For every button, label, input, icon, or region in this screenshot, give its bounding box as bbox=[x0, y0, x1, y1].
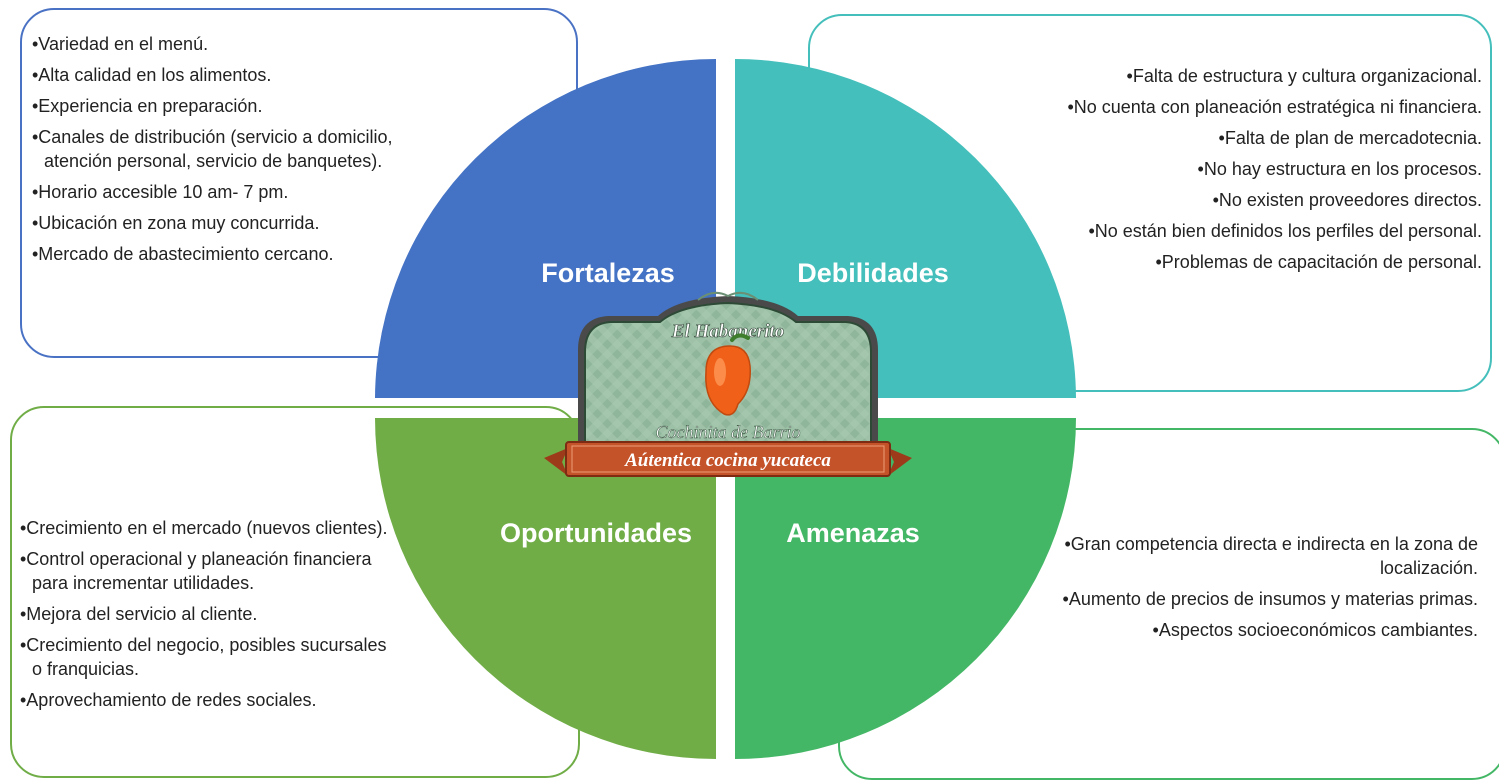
oportunidades-box: •Crecimiento en el mercado (nuevos clien… bbox=[10, 406, 580, 778]
list-item: •Crecimiento del negocio, posibles sucur… bbox=[20, 635, 387, 679]
logo-ribbon: Aútentica cocina yucateca bbox=[624, 450, 831, 471]
list-item: •Falta de plan de mercadotecnia. bbox=[1218, 128, 1482, 148]
list-item: •Mercado de abastecimiento cercano. bbox=[32, 244, 334, 264]
quadrant-debilidades bbox=[735, 59, 1076, 398]
logo-name: El Habanerito bbox=[671, 321, 784, 342]
list-item: •Alta calidad en los alimentos. bbox=[32, 65, 272, 85]
oportunidades-list: •Crecimiento en el mercado (nuevos clien… bbox=[20, 516, 400, 719]
list-item: •Variedad en el menú. bbox=[32, 34, 209, 54]
list-item: •Horario accesible 10 am- 7 pm. bbox=[32, 182, 289, 202]
amenazas-list: •Gran competencia directa e indirecta en… bbox=[1028, 532, 1478, 649]
list-item: •Ubicación en zona muy concurrida. bbox=[32, 213, 320, 233]
list-item: •No cuenta con planeación estratégica ni… bbox=[1067, 97, 1482, 117]
quadrant-oportunidades bbox=[375, 418, 716, 759]
list-item: •Aumento de precios de insumos y materia… bbox=[1062, 589, 1478, 609]
quadrant-amenazas bbox=[735, 418, 1076, 759]
list-item: •Gran competencia directa e indirecta en… bbox=[1064, 534, 1478, 578]
logo-subtitle: Cochinita de Barrio bbox=[656, 422, 801, 442]
quadrant-fortalezas bbox=[375, 59, 716, 398]
list-item: •Aprovechamiento de redes sociales. bbox=[20, 690, 317, 710]
list-item: •No hay estructura en los procesos. bbox=[1197, 159, 1482, 179]
list-item: •No existen proveedores directos. bbox=[1212, 190, 1482, 210]
list-item: •Falta de estructura y cultura organizac… bbox=[1126, 66, 1482, 86]
list-item: •Crecimiento en el mercado (nuevos clien… bbox=[20, 518, 388, 538]
list-item: •Problemas de capacitación de personal. bbox=[1155, 252, 1483, 272]
fortalezas-list: •Variedad en el menú. •Alta calidad en lo… bbox=[32, 32, 407, 273]
fortalezas-label: Fortalezas bbox=[541, 258, 675, 288]
list-item: •No están bien definidos los perfiles de… bbox=[1088, 221, 1482, 241]
list-item: •Canales de distribución (servicio a dom… bbox=[32, 127, 393, 171]
list-item: •Control operacional y planeación financ… bbox=[20, 549, 372, 593]
list-item: •Experiencia en preparación. bbox=[32, 96, 263, 116]
el-habanerito-logo: El Habanerito Cochinita de Barrio Aútent… bbox=[544, 291, 912, 477]
debilidades-label: Debilidades bbox=[797, 258, 949, 288]
debilidades-list: •Falta de estructura y cultura organizac… bbox=[1012, 64, 1482, 281]
amenazas-label: Amenazas bbox=[786, 518, 920, 548]
oportunidades-label: Oportunidades bbox=[499, 518, 692, 548]
list-item: •Mejora del servicio al cliente. bbox=[20, 604, 258, 624]
list-item: •Aspectos socioeconómicos cambiantes. bbox=[1152, 620, 1478, 640]
